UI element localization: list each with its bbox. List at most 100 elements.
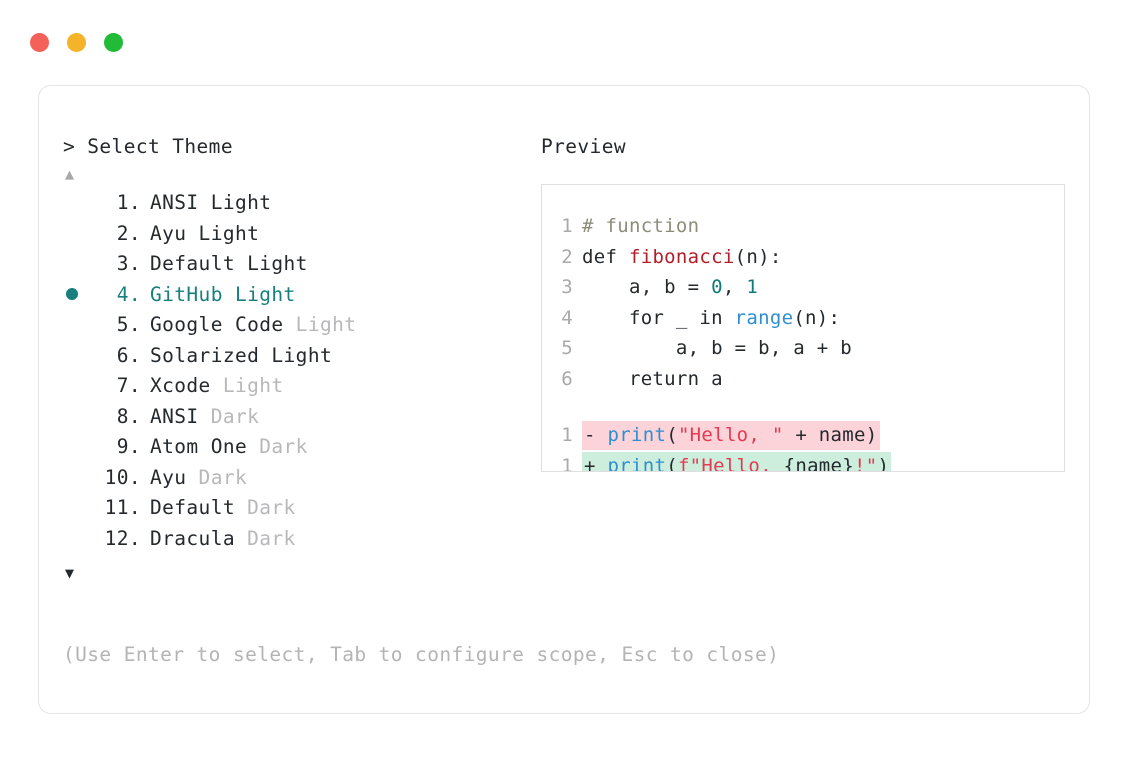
minimize-button[interactable]	[67, 33, 86, 52]
theme-item-name: Default	[150, 496, 235, 519]
code-token: (	[666, 454, 678, 472]
theme-item-number: 5.	[116, 313, 141, 336]
diff-line-list: 1- print("Hello, " + name)1+ print(f"Hel…	[542, 420, 1064, 472]
diff-added-line: 1 + print(f"Hello, {name}!")	[542, 451, 1064, 472]
code-token: ,	[722, 276, 747, 299]
keyboard-hint-text: (Use Enter to select, Tab to configure s…	[63, 643, 780, 666]
line-number: 1	[561, 424, 573, 447]
code-line-text: a, b = b, a + b	[582, 337, 852, 359]
theme-list-item[interactable]: 8.ANSI Dark	[63, 405, 533, 436]
theme-item-variant: Light	[283, 313, 357, 336]
code-token: 0	[711, 276, 723, 299]
theme-item-name: Dracula	[150, 526, 235, 550]
theme-list-item[interactable]: 2. Ayu Light	[63, 222, 533, 253]
code-token: (	[666, 424, 678, 447]
theme-item-name: Google Code	[150, 313, 284, 336]
theme-item-variant: Dark	[198, 404, 260, 428]
diff-highlight: + print(f"Hello, {name}!")	[582, 451, 892, 472]
code-line-text: # function	[582, 215, 699, 237]
theme-item-name: Default Light	[150, 252, 308, 275]
diff-highlight: - print("Hello, " + name)	[582, 421, 880, 451]
close-button[interactable]	[30, 33, 49, 52]
diff-removed-line: 1- print("Hello, " + name)	[542, 420, 1064, 451]
code-token: !"	[854, 454, 878, 472]
theme-item-name: Atom One	[150, 435, 248, 458]
code-token: + name)	[783, 424, 878, 447]
code-line-text: for _ in range(n):	[582, 307, 840, 329]
code-token: print	[607, 454, 667, 472]
code-spacer	[542, 394, 1064, 420]
theme-item-number: 1.	[116, 191, 141, 214]
line-number: 5	[561, 337, 573, 360]
code-preview-box: 1 # function 2 def fibonacci(n): 3 a, b = 0,…	[541, 184, 1065, 472]
code-line: 2 def fibonacci(n):	[542, 242, 1064, 273]
theme-item-variant: Dark	[186, 465, 248, 489]
code-token: {name}	[783, 454, 855, 472]
diff-sign: -	[584, 424, 608, 447]
code-token: )	[877, 454, 890, 472]
line-number: 1	[561, 215, 573, 238]
code-token: "Hello, "	[677, 424, 784, 447]
theme-item-variant: Dark	[234, 496, 296, 519]
maximize-button[interactable]	[104, 33, 123, 52]
code-token: (n):	[734, 245, 782, 268]
theme-list-item[interactable]: 10.Ayu Dark	[63, 466, 533, 497]
theme-item-number: 11.	[104, 496, 141, 519]
prompt-caret-icon: >	[63, 135, 76, 158]
theme-item-number: 3.	[116, 252, 141, 275]
theme-list-item[interactable]: 3. Default Light	[63, 252, 533, 283]
scroll-up-icon[interactable]: ▲	[65, 165, 75, 183]
line-number: 6	[561, 367, 573, 390]
theme-item-number: 2.	[116, 221, 141, 245]
code-line: 5 a, b = b, a + b	[542, 333, 1064, 364]
code-line: 6 return a	[542, 364, 1064, 395]
code-token: print	[607, 424, 667, 447]
code-token: f"Hello,	[677, 454, 784, 472]
theme-list-item[interactable]: 11. Default Dark	[63, 496, 533, 527]
code-line: 4 for _ in range(n):	[542, 303, 1064, 334]
window-traffic-lights	[30, 33, 123, 52]
theme-item-number: 7.	[116, 374, 141, 397]
theme-item-number: 4.	[116, 282, 141, 306]
code-token: a, b = b, a + b	[582, 337, 852, 360]
theme-list-item[interactable]: 6. Solarized Light	[63, 344, 533, 375]
selection-dot-icon	[66, 287, 78, 300]
theme-item-number: 12.	[104, 526, 141, 550]
line-number: 2	[561, 245, 573, 268]
theme-list-item[interactable]: 1. ANSI Light	[63, 191, 533, 222]
code-line-list: 1 # function 2 def fibonacci(n): 3 a, b = 0,…	[542, 211, 1064, 394]
code-token: range	[734, 306, 794, 329]
theme-list-item[interactable]: 5. Google Code Light	[63, 313, 533, 344]
diff-sign: +	[584, 454, 608, 472]
theme-item-number: 6.	[116, 343, 141, 367]
theme-list-item[interactable]: 12. Dracula Dark	[63, 527, 533, 558]
theme-item-name: Solarized Light	[150, 343, 333, 367]
scroll-down-icon[interactable]: ▼	[65, 564, 75, 582]
code-token: for _ in	[582, 306, 735, 329]
theme-item-variant: Dark	[234, 526, 296, 550]
code-token: a, b =	[582, 276, 712, 299]
prompt-header: > Select Theme	[63, 133, 533, 161]
theme-selection-panel: > Select Theme ▲ 1. ANSI Light 2. Ayu Light…	[63, 133, 533, 583]
theme-list-item[interactable]: 4. GitHub Light	[63, 283, 533, 314]
theme-list-item[interactable]: 9.Atom One Dark	[63, 435, 533, 466]
code-line-text: return a	[582, 368, 723, 390]
code-token: return a	[582, 367, 723, 390]
preview-panel: Preview 1 # function 2 def fibonacci(n): 3 a…	[541, 133, 1067, 472]
theme-item-variant: Light	[210, 374, 284, 397]
theme-item-name: GitHub Light	[150, 282, 296, 306]
theme-item-name: Ayu Light	[150, 221, 260, 245]
theme-item-name: ANSI Light	[150, 191, 272, 214]
code-token: # function	[582, 215, 700, 238]
line-number: 3	[561, 276, 573, 299]
code-line-text: def fibonacci(n):	[582, 246, 782, 268]
code-token: 1	[746, 276, 759, 299]
theme-item-name: Xcode	[150, 374, 211, 397]
theme-item-variant: Dark	[247, 435, 308, 458]
code-token: (n):	[793, 306, 841, 329]
theme-list-item[interactable]: 7. Xcode Light	[63, 374, 533, 405]
line-number: 1	[561, 454, 573, 472]
preview-label: Preview	[541, 135, 626, 158]
theme-item-name: ANSI	[150, 404, 199, 428]
